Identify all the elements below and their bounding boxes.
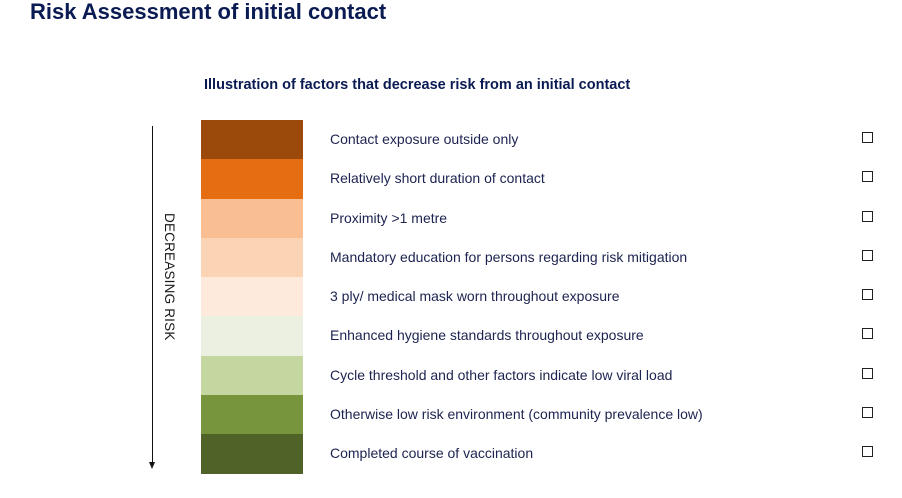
- factor-checkbox[interactable]: [862, 249, 873, 261]
- factor-label: Enhanced hygiene standards throughout ex…: [330, 327, 644, 344]
- risk-color-swatch: [201, 355, 303, 396]
- factor-label: Cycle threshold and other factors indica…: [330, 366, 673, 383]
- factor-checkbox[interactable]: [862, 289, 873, 301]
- factor-row: Completed course of vaccination: [0, 434, 902, 474]
- arrow-down-icon: [149, 462, 155, 469]
- factor-label: Relatively short duration of contact: [330, 170, 545, 187]
- factor-label: Completed course of vaccination: [330, 445, 534, 462]
- risk-color-swatch: [201, 395, 303, 435]
- factor-checkbox[interactable]: [862, 407, 873, 419]
- diagram-subtitle: Illustration of factors that decrease ri…: [204, 77, 631, 93]
- factor-row: Cycle threshold and other factors indica…: [0, 355, 902, 396]
- risk-color-swatch: [201, 434, 303, 474]
- risk-color-swatch: [201, 316, 303, 356]
- factor-label: Mandatory education for persons regardin…: [330, 248, 688, 265]
- factor-checkbox[interactable]: [862, 171, 873, 183]
- risk-color-swatch: [201, 237, 303, 278]
- factor-checkbox[interactable]: [862, 210, 873, 222]
- page-title: Risk Assessment of initial contact: [30, 0, 387, 24]
- factor-row: 3 ply/ medical mask worn throughout expo…: [0, 277, 902, 317]
- factor-row: Mandatory education for persons regardin…: [0, 237, 902, 278]
- factor-checkbox[interactable]: [862, 446, 873, 458]
- factor-label: Otherwise low risk environment (communit…: [330, 406, 703, 423]
- factor-row: Relatively short duration of contact: [0, 159, 902, 199]
- risk-color-swatch: [201, 198, 303, 238]
- factor-label: 3 ply/ medical mask worn throughout expo…: [330, 288, 620, 305]
- risk-color-swatch: [201, 159, 303, 199]
- factor-label: Contact exposure outside only: [330, 131, 519, 147]
- axis-label: DECREASING RISK: [162, 213, 177, 341]
- factor-row: Otherwise low risk environment (communit…: [0, 395, 902, 435]
- factor-row: Contact exposure outside only: [0, 120, 902, 160]
- factor-row: Proximity >1 metre: [0, 198, 902, 238]
- factor-checkbox[interactable]: [862, 367, 873, 379]
- decreasing-risk-arrow: [146, 126, 160, 470]
- factor-row: Enhanced hygiene standards throughout ex…: [0, 316, 902, 356]
- factor-label: Proximity >1 metre: [330, 209, 448, 226]
- risk-color-swatch: [201, 120, 303, 160]
- factor-checkbox[interactable]: [862, 132, 873, 143]
- arrow-line: [152, 126, 153, 464]
- risk-color-swatch: [201, 277, 303, 317]
- factor-checkbox[interactable]: [862, 328, 873, 340]
